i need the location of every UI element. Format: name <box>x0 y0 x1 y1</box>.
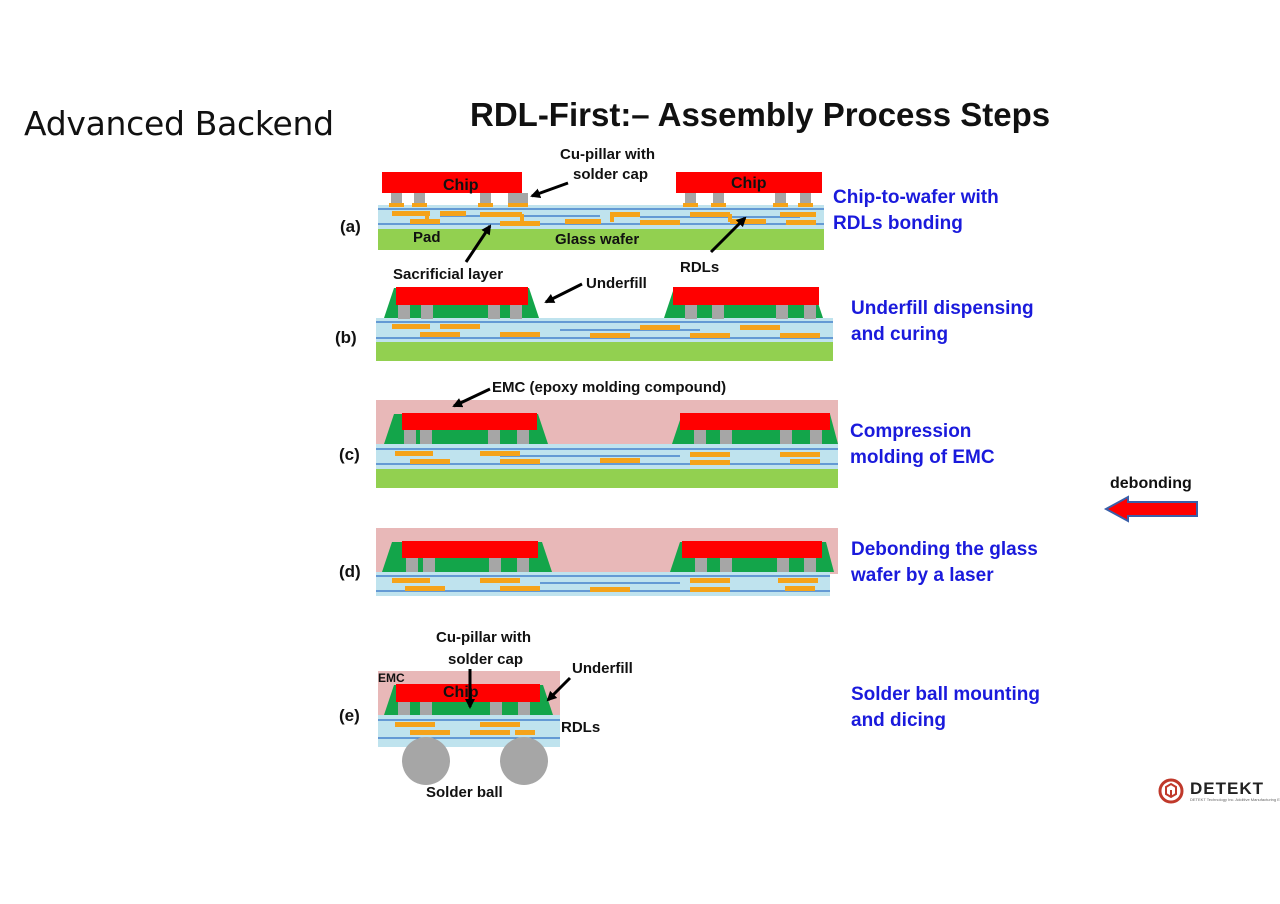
debonding-arrow-icon <box>1103 495 1198 523</box>
step-e-id: (e) <box>339 706 360 725</box>
copper-traces <box>392 211 816 226</box>
rdls-label-a: RDLs <box>680 259 719 276</box>
page-header-title: Advanced Backend <box>24 104 334 143</box>
cu-pillars <box>391 193 811 205</box>
cu-pillar-e-line2: solder cap <box>448 651 523 668</box>
chip-label-left: Chip <box>443 177 479 194</box>
emc-label-e: EMC <box>378 671 405 685</box>
step-e-desc-line1: Solder ball mounting <box>851 684 1040 705</box>
step-c-desc-line1: Compression <box>850 421 971 442</box>
brand-tagline: DETEKT Technology Inc. Additive Manufact… <box>1190 797 1280 802</box>
cu-pillar-arrow <box>530 181 569 198</box>
step-a-id: (a) <box>340 217 361 236</box>
debonding-label: debonding <box>1110 475 1192 492</box>
step-c-desc-line2: molding of EMC <box>850 447 995 468</box>
cu-pillar-e-line1: Cu-pillar with <box>436 629 531 646</box>
detekt-logo-icon <box>1158 778 1184 804</box>
step-e-desc-line2: and dicing <box>851 710 946 731</box>
chip-left <box>382 172 522 193</box>
step-d-cross-section <box>376 528 838 596</box>
solder-ball-label: Solder ball <box>426 784 503 801</box>
step-a-cross-section <box>378 172 824 250</box>
cu-pillar-label-line1: Cu-pillar with <box>560 146 655 163</box>
step-c-cross-section <box>376 400 838 488</box>
chip-label-e: Chip <box>443 684 479 701</box>
diagram-title: RDL-First:– Assembly Process Steps <box>470 96 1051 133</box>
step-a-desc-line1: Chip-to-wafer with <box>833 187 999 208</box>
step-b-id: (b) <box>335 328 357 347</box>
sacrificial-layer-arrow <box>464 224 492 263</box>
underfill-arrow-b <box>544 282 583 304</box>
solder-ball-left <box>402 737 450 785</box>
chip-label-right: Chip <box>731 175 767 192</box>
step-b-desc-line1: Underfill dispensing <box>851 298 1034 319</box>
step-d-desc-line1: Debonding the glass <box>851 539 1038 560</box>
underfill-label-b: Underfill <box>586 275 647 292</box>
emc-full-label: EMC (epoxy molding compound) <box>492 379 726 396</box>
step-d-id: (d) <box>339 562 361 581</box>
chip-right <box>676 172 822 193</box>
rdls-arrow-a <box>709 216 747 254</box>
step-a-desc-line2: RDLs bonding <box>833 213 963 234</box>
step-b-desc-line2: and curing <box>851 324 948 345</box>
cu-pillar-label-line2: solder cap <box>573 166 648 183</box>
pad-label: Pad <box>413 229 441 246</box>
rdls-label-e: RDLs <box>561 719 600 736</box>
solder-ball-right <box>500 737 548 785</box>
glass-wafer-label: Glass wafer <box>555 231 639 248</box>
sacrificial-layer-label: Sacrificial layer <box>393 266 503 283</box>
emc-arrow <box>452 387 491 408</box>
step-b-cross-section <box>376 287 833 361</box>
underfill-arrow-e <box>546 676 572 702</box>
underfill-label-e: Underfill <box>572 660 633 677</box>
step-c-id: (c) <box>339 445 360 464</box>
brand-name: DETEKT <box>1190 779 1264 798</box>
step-d-desc-line2: wafer by a laser <box>850 565 994 586</box>
